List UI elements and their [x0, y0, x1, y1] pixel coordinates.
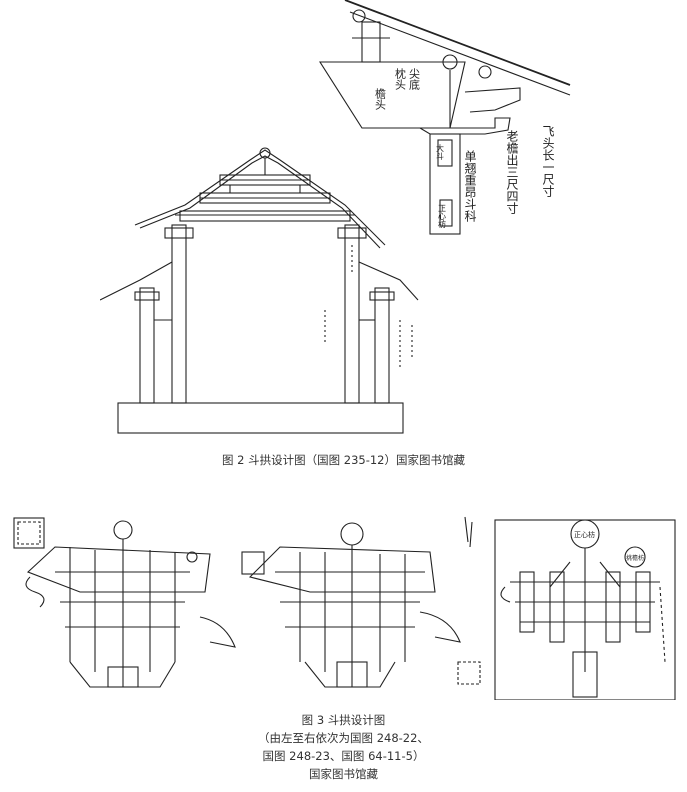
detail-label-2: 枕头 — [394, 67, 407, 90]
detail-label-8: 正心枋 — [438, 204, 447, 229]
detail-label-7: 大斗 — [436, 143, 445, 160]
figure-3-caption-line-2: （由左至右依次为国图 248-22、 — [258, 731, 429, 745]
figure-3-caption-line-4: 国家图书馆藏 — [309, 767, 378, 781]
detail-label-1: 檐头 — [374, 87, 387, 110]
figure-3-drawings: 正心枋 挑檐枋 — [10, 512, 682, 700]
building-section-drawing — [100, 147, 419, 434]
figure-2-drawing: 檐头 枕头 尖底 单翘重昂斗科 老檐出三尺四寸 飞头长一尺寸 大斗 正心枋 — [100, 0, 580, 435]
detail-label-3: 尖底 — [408, 68, 421, 90]
figure-3-caption-line-3: 国图 248-23、国图 64-11-5） — [262, 749, 425, 763]
detail-label-6: 飞头长一尺寸 — [541, 125, 555, 197]
figure-3-caption-line-1: 图 3 斗拱设计图 — [301, 713, 386, 727]
detail-label-5: 老檐出三尺四寸 — [505, 130, 519, 214]
bracket-drawing-248-22 — [13, 517, 236, 688]
eave-detail-drawing: 檐头 枕头 尖底 单翘重昂斗科 老檐出三尺四寸 飞头长一尺寸 大斗 正心枋 — [318, 0, 571, 235]
panel-label-zhengxinfang: 正心枋 — [574, 530, 595, 539]
panel-label-tiaoyanfang: 挑檐枋 — [626, 554, 644, 562]
bracket-drawing-64-11-5: 正心枋 挑檐枋 — [494, 519, 676, 700]
figure-2-caption: 图 2 斗拱设计图（国图 235-12）国家图书馆藏 — [221, 453, 465, 467]
detail-label-4: 单翘重昂斗科 — [463, 150, 477, 222]
bracket-drawing-248-23 — [241, 516, 481, 688]
